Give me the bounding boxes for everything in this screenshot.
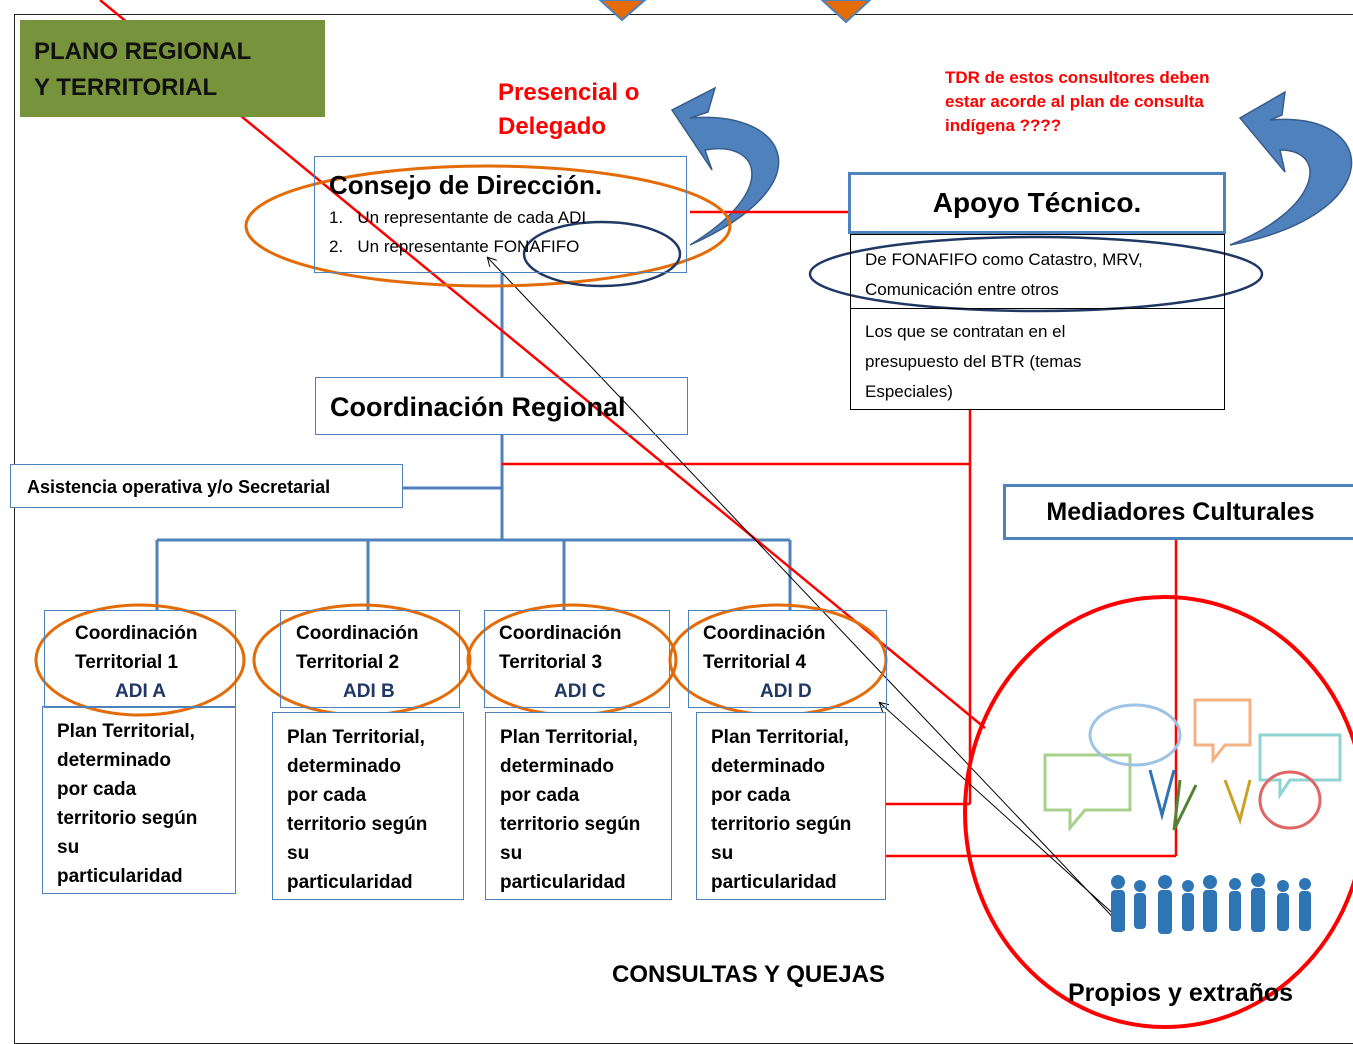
plan-line: su — [500, 843, 523, 864]
consejo-item-num: 2. — [329, 237, 344, 256]
apoyo-row-fonafifo: De FONAFIFO como Catastro, MRV, Comunica… — [851, 235, 1224, 309]
apoyo-row1-line2: Comunicación entre otros — [865, 280, 1059, 299]
plan-line: particularidad — [500, 872, 626, 893]
mediadores-box: Mediadores Culturales — [1003, 484, 1353, 540]
plan-line: determinado — [711, 756, 826, 777]
plan-line: por cada — [57, 779, 137, 800]
apoyo-title-box: Apoyo Técnico. — [848, 172, 1226, 234]
territorial-line1: Coordinación — [75, 623, 198, 644]
territorial-1-ellipse — [34, 603, 246, 717]
plan-line: particularidad — [57, 866, 183, 887]
apoyo-row2-line2: presupuesto del BTR (temas — [865, 352, 1082, 371]
plan-line: territorio según — [500, 814, 641, 835]
plan-line: determinado — [287, 756, 402, 777]
mediadores-label: Mediadores Culturales — [1046, 498, 1315, 526]
plan-territorial-2-box: Plan Territorial, determinado por cada t… — [272, 712, 464, 900]
plan-territorial-4-box: Plan Territorial, determinado por cada t… — [696, 712, 886, 900]
apoyo-row2-line1: Los que se contratan en el — [865, 322, 1066, 341]
coordinacion-regional-label: Coordinación Regional — [330, 392, 626, 422]
apoyo-details-box: De FONAFIFO como Catastro, MRV, Comunica… — [850, 234, 1225, 410]
consejo-list: 1. Un representante de cada ADI 2. Un re… — [329, 203, 686, 261]
fonafifo-ellipse — [522, 220, 682, 288]
territorial-line2: Territorial 2 — [296, 652, 400, 673]
consejo-ellipse — [244, 164, 732, 288]
plan-line: territorio según — [287, 814, 428, 835]
territorial-adi: ADI C — [554, 681, 606, 702]
territorial-line2: Territorial 3 — [499, 652, 603, 673]
plan-line: por cada — [711, 785, 791, 806]
plan-line: territorio según — [57, 808, 198, 829]
presencial-line1: Presencial o — [498, 79, 640, 106]
plan-line: Plan Territorial, — [57, 721, 195, 742]
territorial-line2: Territorial 1 — [75, 652, 179, 673]
territorial-2-box: Coordinación Territorial 2 ADI B — [280, 610, 460, 708]
tdr-line2: estar acorde al plan de consulta — [945, 92, 1204, 111]
apoyo-row-btr: Los que se contratan en el presupuesto d… — [851, 309, 1224, 407]
plan-territorial-1-box: Plan Territorial, determinado por cada t… — [42, 706, 236, 894]
tdr-note: TDR de estos consultores deben estar aco… — [945, 66, 1210, 138]
consejo-item-text: Un representante FONAFIFO — [357, 237, 580, 256]
presencial-line2: Delegado — [498, 113, 607, 140]
plan-line: particularidad — [711, 872, 837, 893]
consejo-item: 1. Un representante de cada ADI — [329, 203, 686, 232]
consultas-label: CONSULTAS Y QUEJAS — [612, 961, 885, 988]
title-line2: Y TERRITORIAL — [34, 74, 218, 101]
title-box: PLANO REGIONAL Y TERRITORIAL — [20, 20, 325, 117]
presencial-label: Presencial o Delegado — [498, 76, 639, 144]
plan-line: por cada — [500, 785, 580, 806]
territorial-line2: Territorial 4 — [703, 652, 807, 673]
asistencia-label: Asistencia operativa y/o Secretarial — [27, 477, 331, 497]
apoyo-row1-line1: De FONAFIFO como Catastro, MRV, — [865, 250, 1143, 269]
plan-line: determinado — [57, 750, 172, 771]
plan-line: por cada — [287, 785, 367, 806]
top-arrow-tip-right — [820, 0, 872, 24]
tdr-line3: indígena ???? — [945, 116, 1062, 135]
curved-arrow-left-icon — [670, 86, 780, 246]
plan-line: determinado — [500, 756, 615, 777]
plan-line: particularidad — [287, 872, 413, 893]
tdr-line1: TDR de estos consultores deben — [945, 68, 1210, 87]
people-silhouettes-icon — [1111, 873, 1311, 934]
territorial-adi: ADI D — [760, 681, 812, 702]
title-line1: PLANO REGIONAL — [34, 38, 252, 65]
curved-arrow-right-icon — [1229, 90, 1353, 246]
territorial-4-box: Coordinación Territorial 4 ADI D — [688, 610, 887, 708]
territorial-1-box: Coordinación Territorial 1 ADI A — [44, 610, 236, 708]
territorial-3-box: Coordinación Territorial 3 ADI C — [484, 610, 670, 708]
asistencia-box: Asistencia operativa y/o Secretarial — [10, 464, 403, 508]
consejo-item-num: 1. — [329, 208, 344, 227]
coordinacion-regional-box: Coordinación Regional — [315, 377, 688, 435]
territorial-adi: ADI A — [115, 681, 167, 702]
territorial-line1: Coordinación — [499, 623, 622, 644]
consejo-title: Consejo de Dirección. — [329, 170, 603, 200]
apoyo-title: Apoyo Técnico. — [932, 187, 1142, 218]
apoyo-ellipse — [808, 235, 1264, 313]
plan-line: su — [57, 837, 80, 858]
propios-label: Propios y extraños — [1068, 979, 1294, 1007]
plan-territorial-3-box: Plan Territorial, determinado por cada t… — [485, 712, 672, 900]
plan-line: Plan Territorial, — [711, 727, 849, 748]
consejo-item: 2. Un representante FONAFIFO — [329, 232, 686, 261]
plan-line: territorio según — [711, 814, 852, 835]
territorial-adi: ADI B — [343, 681, 395, 702]
speech-bubbles-icon — [1043, 698, 1342, 833]
plan-line: Plan Territorial, — [500, 727, 638, 748]
consejo-box: Consejo de Dirección. 1. Un representant… — [314, 156, 687, 273]
top-arrow-tip-left — [598, 0, 647, 22]
participants-circle — [963, 595, 1353, 1029]
plan-line: Plan Territorial, — [287, 727, 425, 748]
territorial-line1: Coordinación — [703, 623, 826, 644]
apoyo-row2-line3: Especiales) — [865, 382, 953, 401]
territorial-line1: Coordinación — [296, 623, 419, 644]
plan-line: su — [287, 843, 310, 864]
plan-line: su — [711, 843, 734, 864]
consejo-item-text: Un representante de cada ADI — [357, 208, 587, 227]
